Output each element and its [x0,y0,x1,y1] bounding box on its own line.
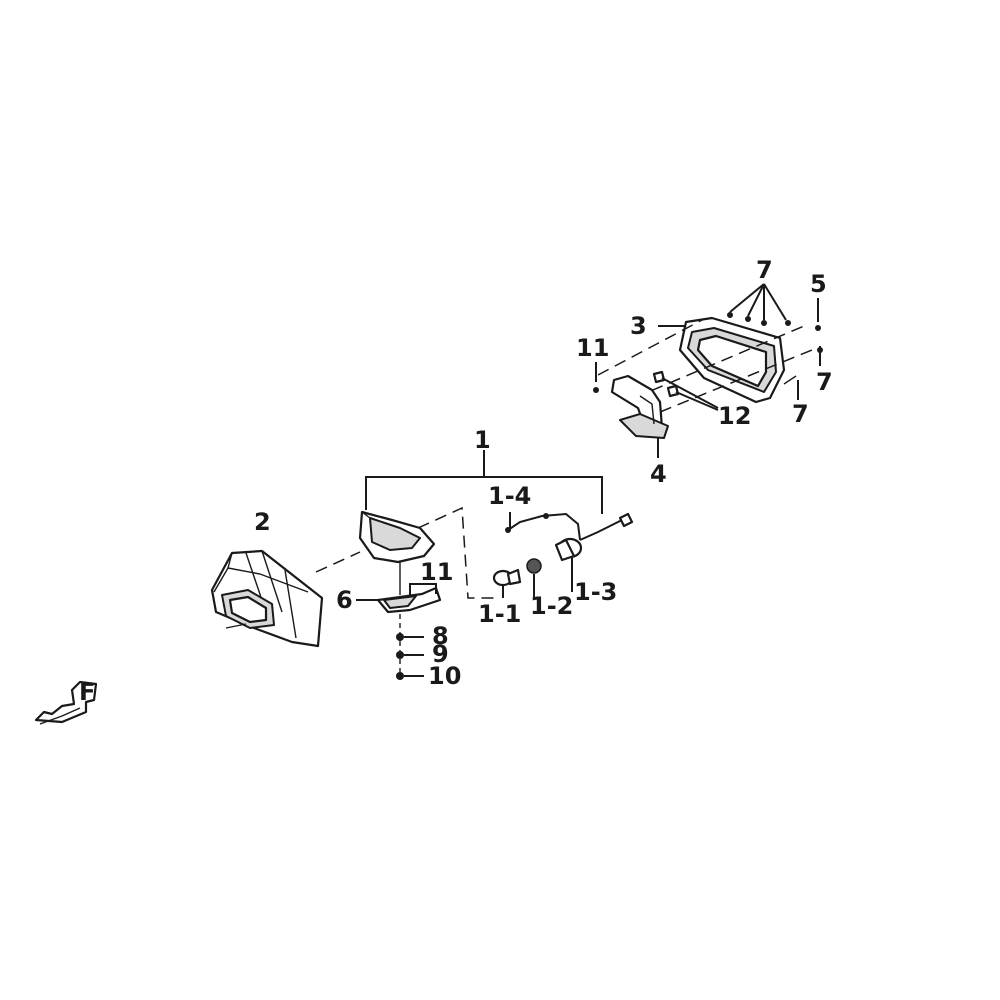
guide-lines-3-4 [597,319,813,413]
part-1-headlight-lens [358,510,436,564]
leader-11-left [409,583,437,596]
callout-3: 3 [630,312,647,340]
callout-10: 10 [428,662,461,690]
callout-1: 1 [474,426,491,454]
callout-12: 12 [718,402,751,430]
part-1-3-socket [554,537,583,592]
guide-2-to-1 [315,551,361,573]
callout-1-2: 1-2 [530,592,573,620]
callout-11-left: 11 [420,558,453,586]
part-1-2-bulb-holder [526,558,542,598]
fastener-stack-8-9-10 [396,614,424,680]
callout-4: 4 [650,460,667,488]
callout-7-lower: 7 [792,400,809,428]
callout-1-4: 1-4 [488,482,531,510]
part-6-bracket [356,562,442,614]
part-4-meter-bracket [610,374,669,458]
callout-9: 9 [432,640,449,668]
callout-7-top: 7 [756,256,773,284]
front-direction-arrow-icon: F [34,678,98,725]
part-7-top-screws [727,283,791,326]
guide-lens-to-bulb [417,506,496,599]
part-11-top-screw [593,362,599,393]
part-5-and-7-right-fasteners [783,298,823,400]
part-3-meter-cover [658,316,786,404]
callout-5: 5 [810,270,827,298]
part-12-screws [652,370,719,411]
callout-8: 8 [432,622,449,650]
callout-7-right: 7 [816,368,833,396]
callout-6: 6 [336,586,353,614]
part-1-1-bulb [492,568,522,598]
callout-1-1: 1-1 [478,600,521,628]
callout-2: 2 [254,508,271,536]
part-1-4-wire-harness [505,512,634,541]
callout-1-3: 1-3 [574,578,617,606]
callout-11-top: 11 [576,334,609,362]
front-mark-letter: F [79,678,95,706]
leader-1-bracket [365,450,603,514]
part-2-headlight-cowl [210,549,324,648]
